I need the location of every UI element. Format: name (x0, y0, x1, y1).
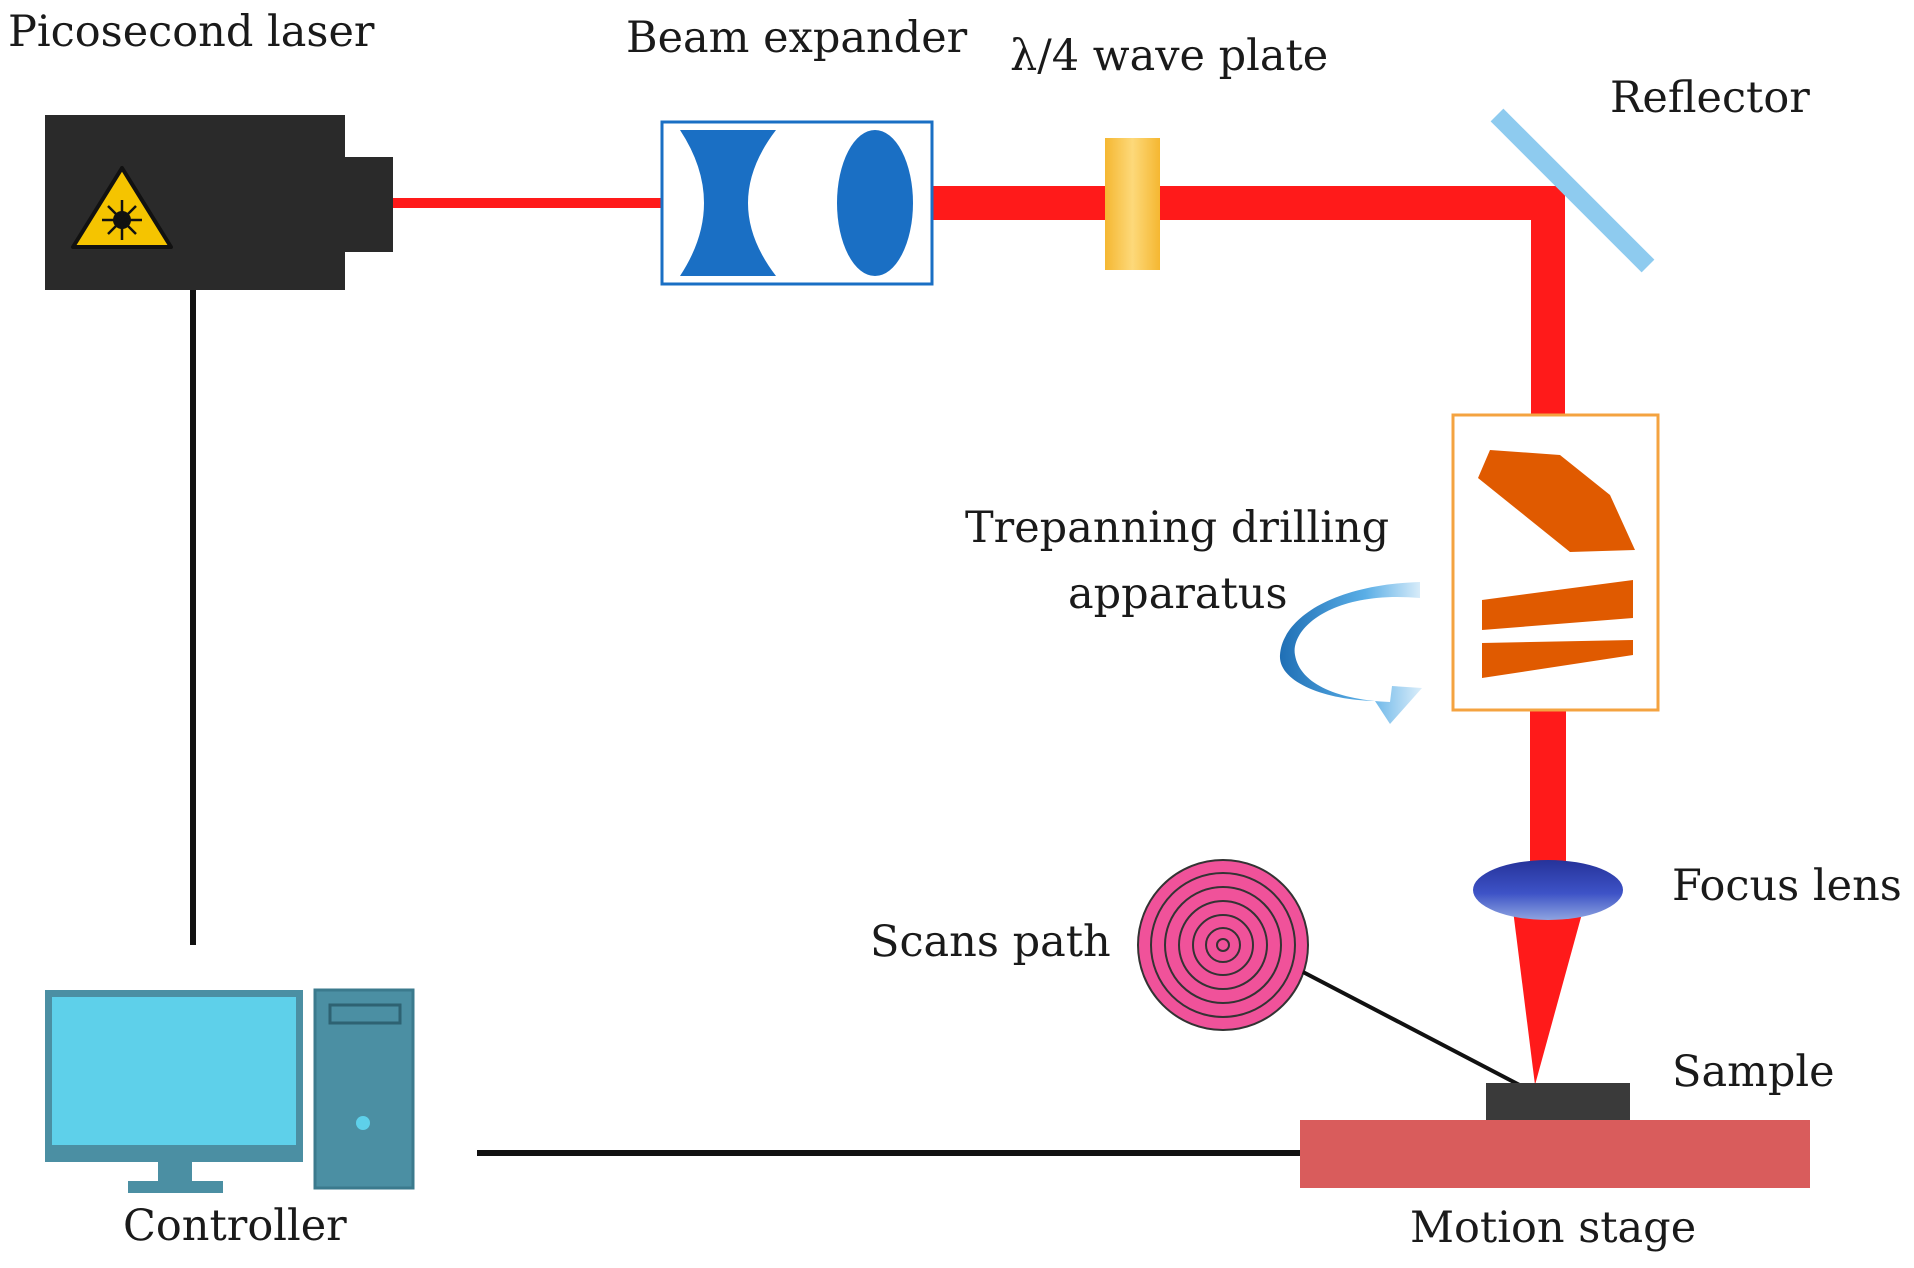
label-trepanning-line1: Trepanning drilling (965, 503, 1390, 553)
label-trepanning-line2: apparatus (1068, 569, 1288, 619)
computer-icon (45, 988, 415, 1193)
focus-lens (1473, 860, 1623, 920)
label-focus-lens: Focus lens (1672, 861, 1902, 911)
prism-wedge-2 (1482, 580, 1633, 630)
laser-warning-icon (71, 166, 173, 249)
picosecond-laser (45, 115, 393, 290)
motion-stage (1300, 1120, 1810, 1188)
rotation-arrow-icon (1279, 582, 1422, 724)
sample (1486, 1083, 1630, 1120)
prism-wedge-1 (1478, 450, 1635, 552)
label-controller: Controller (123, 1201, 347, 1251)
monitor-screen (52, 997, 296, 1145)
label-picosecond-laser: Picosecond laser (8, 7, 375, 57)
reflector-mirror (1490, 108, 1655, 273)
label-beam-expander: Beam expander (626, 13, 968, 63)
concave-lens (680, 130, 776, 276)
wave-plate (1105, 138, 1160, 270)
scan-path-connector (1302, 970, 1534, 1094)
label-scans-path: Scans path (870, 917, 1111, 967)
scan-path-disc (1137, 859, 1309, 1031)
label-wave-plate: λ/4 wave plate (1010, 31, 1329, 81)
label-reflector: Reflector (1610, 73, 1810, 123)
prism-wedge-3 (1482, 640, 1633, 678)
beam-expander (660, 120, 934, 286)
convex-lens (837, 130, 913, 276)
label-motion-stage: Motion stage (1410, 1203, 1697, 1253)
trepanning-apparatus (1451, 413, 1660, 712)
beam-focus-cone (1513, 910, 1583, 1085)
label-sample: Sample (1672, 1047, 1835, 1097)
